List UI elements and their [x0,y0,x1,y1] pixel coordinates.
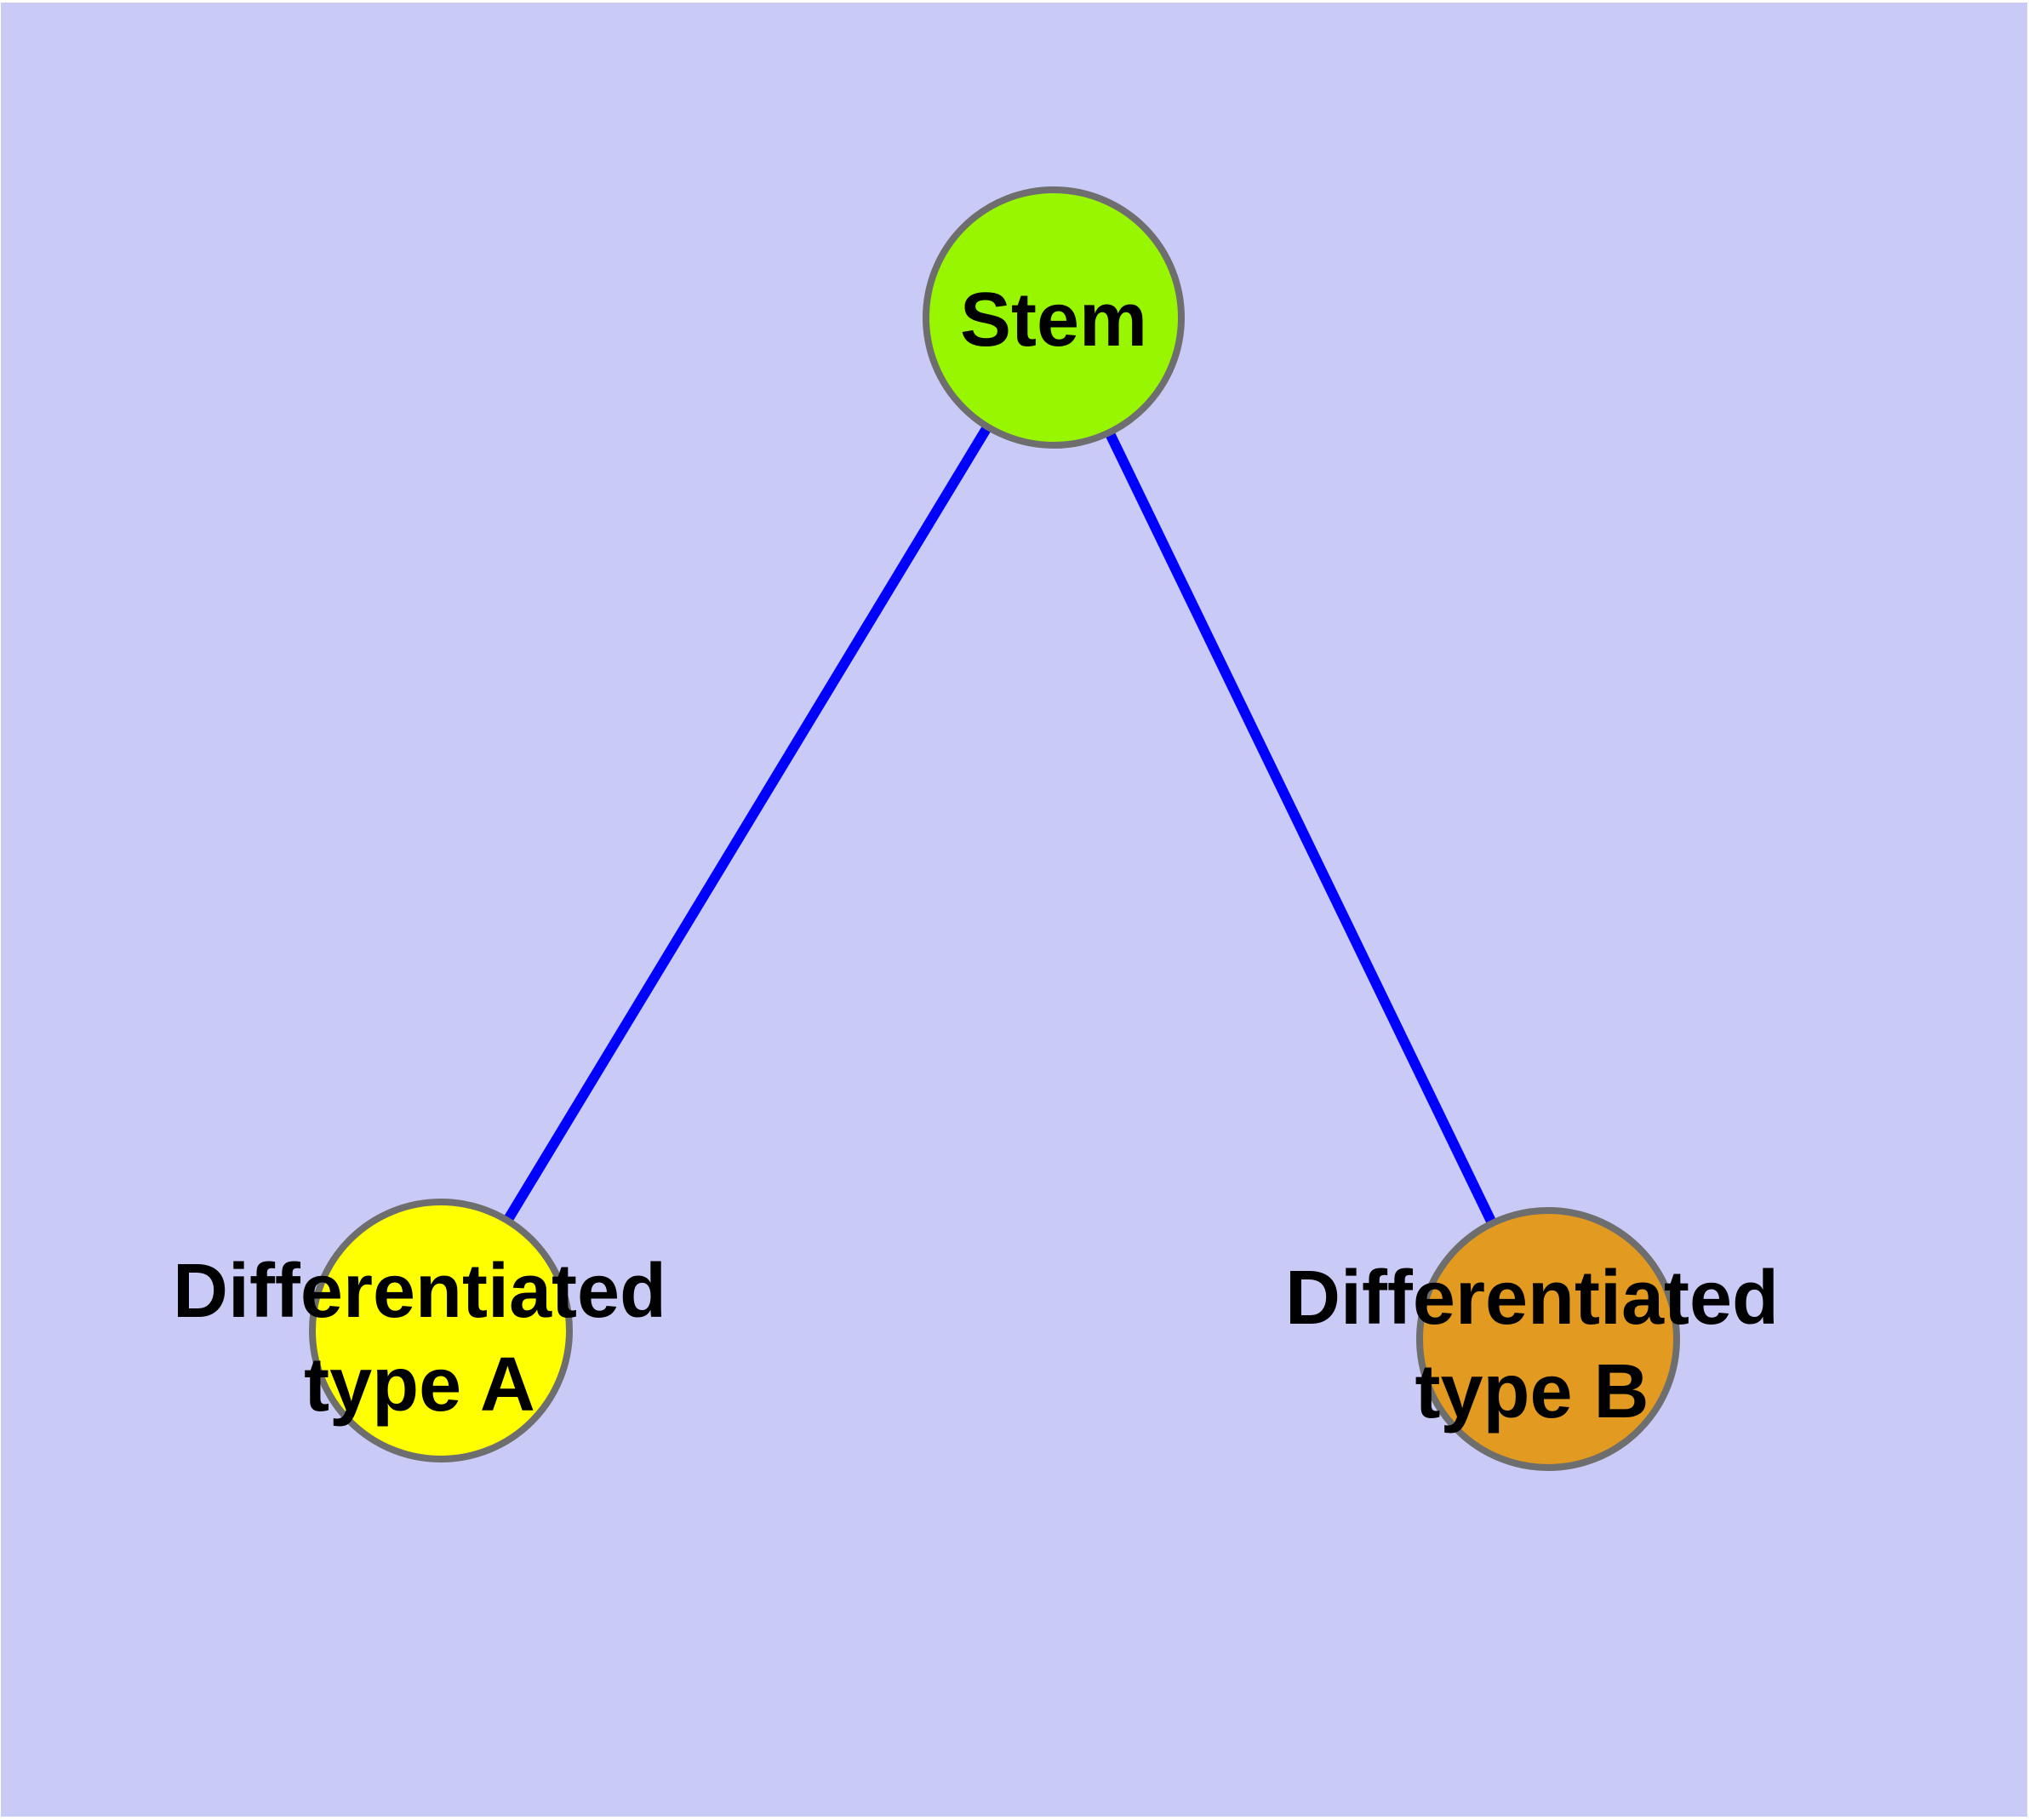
node-type-a: Differentiated type A [173,1199,666,1462]
node-stem-circle [923,186,1185,449]
node-type-b-label-line1: Differentiated [1285,1256,1779,1341]
node-stem-label: Stem [960,278,1147,363]
node-type-b: Differentiated type B [1285,1207,1779,1471]
edge-stem-to-type-b [1049,315,1553,1342]
edge-stem-to-type-a [436,314,1059,1334]
edge-group [436,314,1553,1342]
node-type-a-label-line1: Differentiated [173,1249,666,1334]
node-type-a-circle [309,1199,573,1462]
node-type-b-circle [1416,1207,1680,1471]
node-type-a-label-line2: type A [304,1342,535,1428]
node-type-b-label-line2: type B [1415,1349,1649,1434]
node-stem: Stem [923,186,1185,449]
